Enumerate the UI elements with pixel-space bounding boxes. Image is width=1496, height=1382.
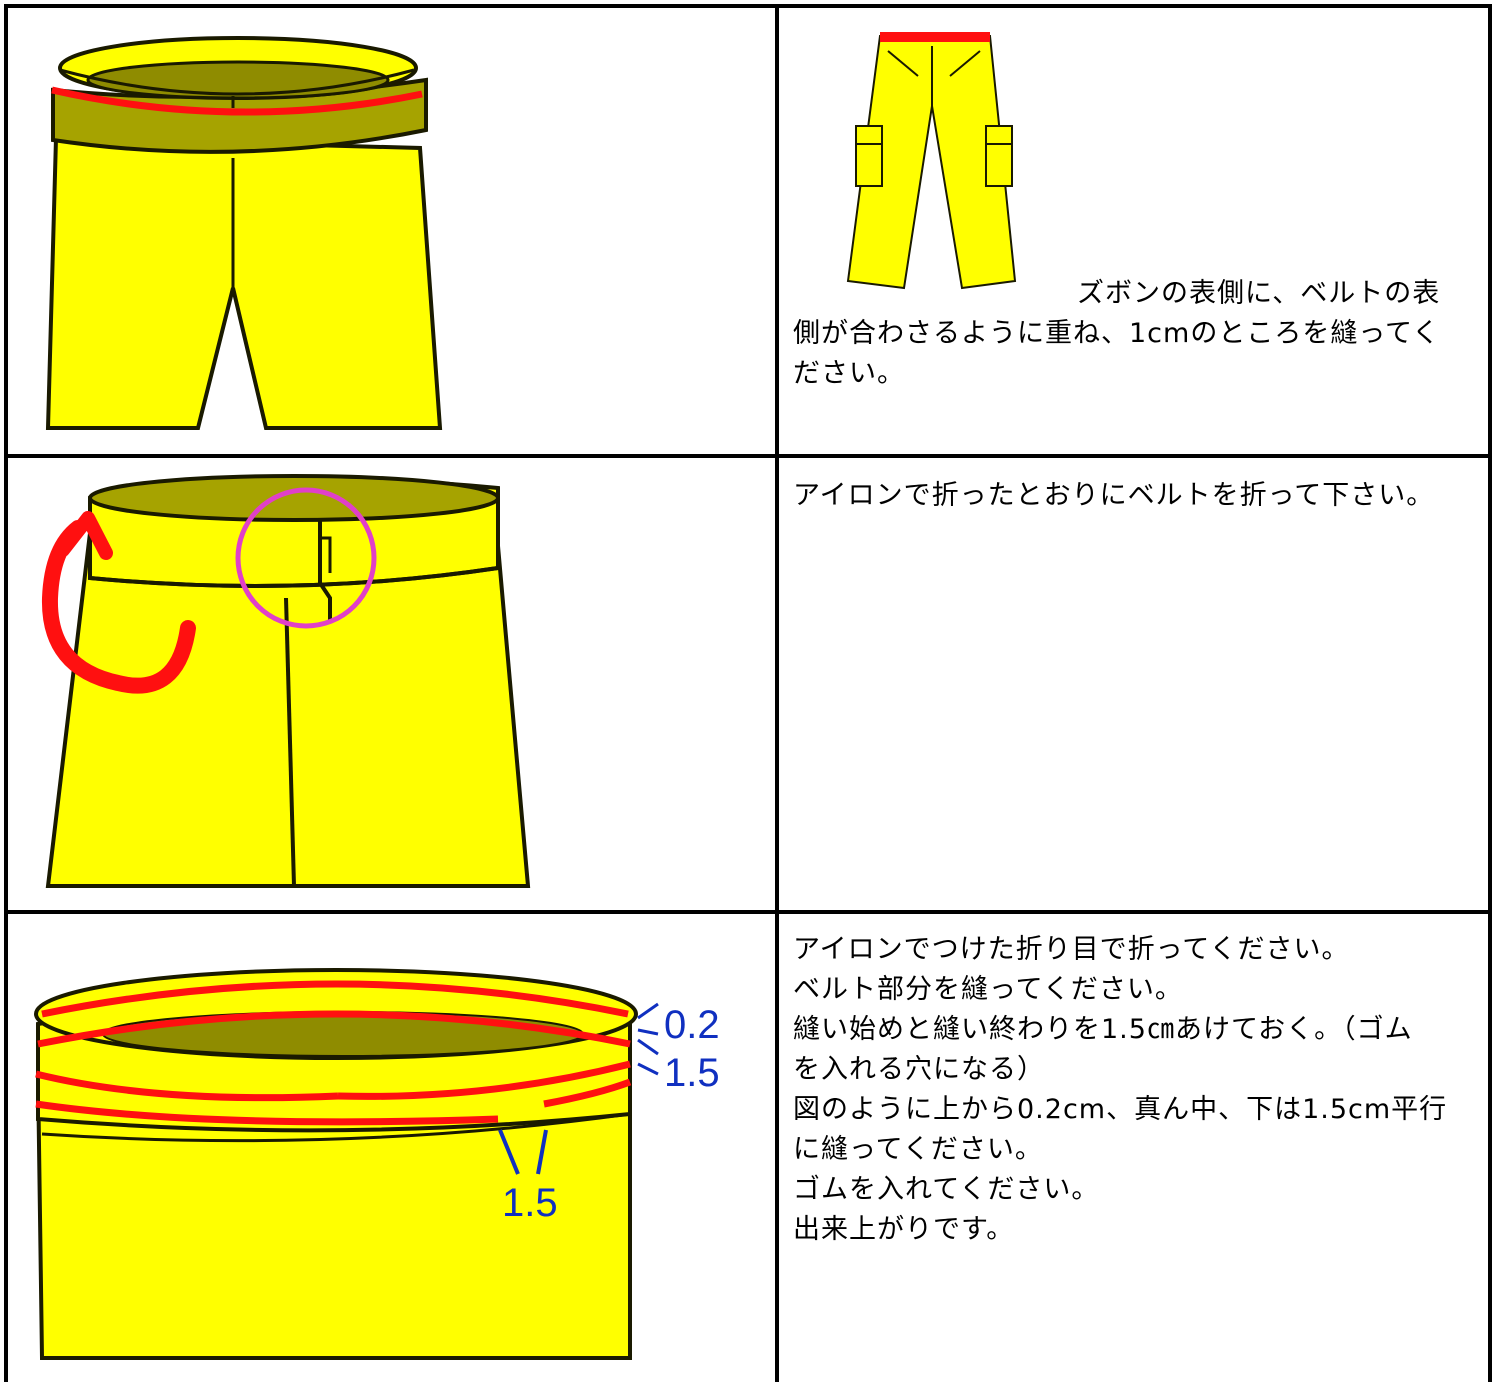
dim-label-top: 0.2 <box>664 1003 720 1047</box>
table-border-top <box>4 4 1492 8</box>
step-1-line-2: 側が合わさるように重ね、1cmのところを縫ってく <box>793 318 1441 349</box>
step-3-line-7: ゴムを入れてください。 <box>793 1174 1100 1205</box>
fold-belt-illustration <box>41 474 531 888</box>
step-1-line-3: ださい。 <box>793 358 905 389</box>
step-3-line-1: アイロンでつけた折り目で折ってください。 <box>793 934 1350 965</box>
row-divider-1 <box>4 454 1492 458</box>
sew-band-illustration: 0.2 1.5 1.5 <box>34 968 720 1360</box>
step-3-line-4: を入れる穴になる） <box>793 1054 1045 1085</box>
waistband-attach-illustration <box>8 8 775 430</box>
step-3-line-8: 出来上がりです。 <box>793 1214 1015 1245</box>
step-3-line-5: 図のように上から0.2cm、真ん中、下は1.5cm平行 <box>793 1094 1448 1125</box>
step-3-line-2: ベルト部分を縫ってください。 <box>793 974 1183 1005</box>
table-border-left <box>4 4 8 1382</box>
step-3-line-3: 縫い始めと縫い終わりを1.5㎝あけておく。（ゴム <box>793 1014 1413 1045</box>
row-divider-2 <box>4 910 1492 914</box>
column-divider <box>775 4 779 1382</box>
dim-label-gap: 1.5 <box>502 1181 558 1225</box>
step-1-text: 側が合わさるように重ね、1cmのところを縫ってく ださい。 <box>793 314 1440 394</box>
pants-front-icon <box>846 32 1017 290</box>
step-2-text: アイロンで折ったとおりにベルトを折って下さい。 <box>793 476 1434 516</box>
table-border-right <box>1488 4 1492 1382</box>
step-3-text: アイロンでつけた折り目で折ってください。 ベルト部分を縫ってください。 縫い始め… <box>793 930 1447 1250</box>
step-1-text-line-1: ズボンの表側に、ベルトの表 <box>1077 278 1441 309</box>
step-2-line-1: アイロンで折ったとおりにベルトを折って下さい。 <box>793 480 1435 511</box>
step-3-line-6: に縫ってください。 <box>793 1134 1043 1165</box>
dim-label-middle: 1.5 <box>664 1051 720 1095</box>
